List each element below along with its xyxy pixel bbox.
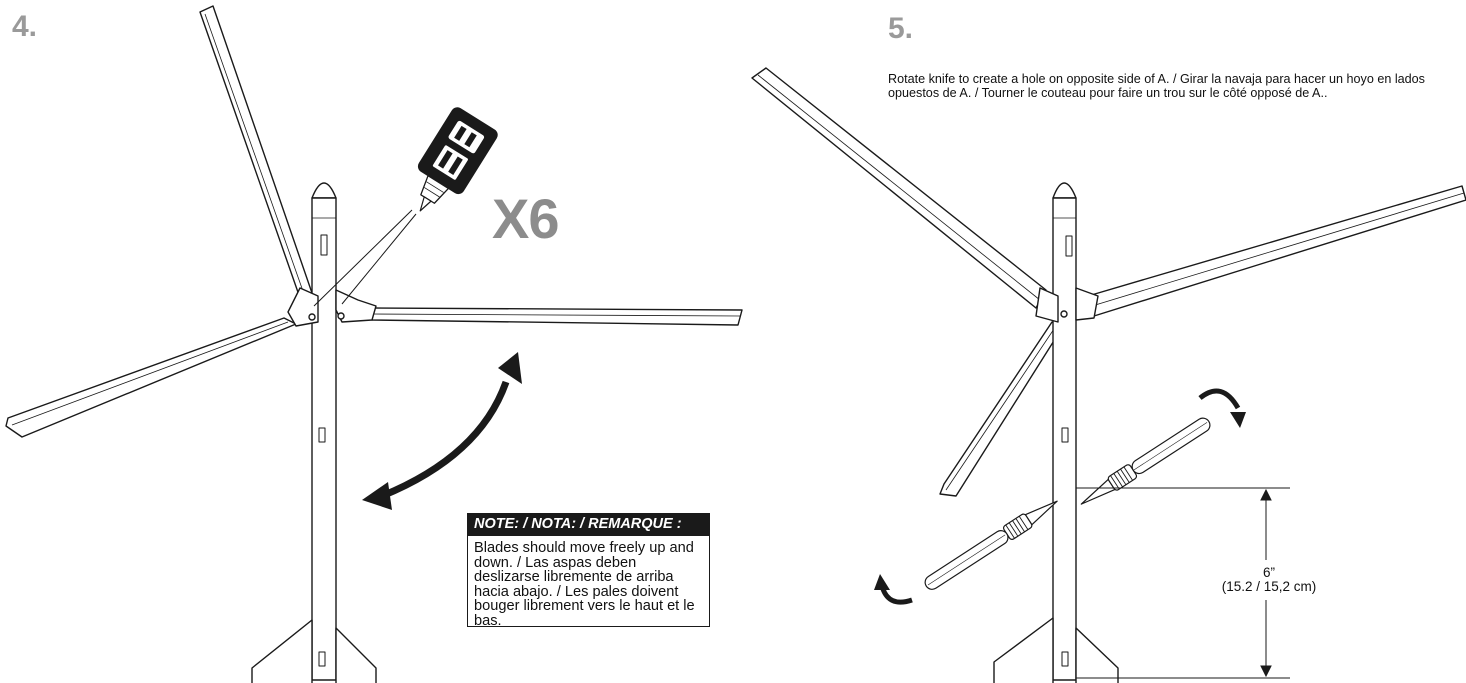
- step-number-5: 5.: [888, 12, 914, 45]
- blade-hinges: [287, 287, 377, 327]
- dimension-metric: (15.2 / 15,2 cm): [1221, 579, 1317, 594]
- rotate-arrow-head: [874, 574, 890, 590]
- dimension-indicator: [1076, 487, 1290, 679]
- hobby-knife-icon: [924, 500, 1058, 590]
- hobby-knife-icon: [1080, 417, 1211, 505]
- step-number-4: 4.: [12, 10, 38, 43]
- quantity-multiplier: X6: [492, 187, 559, 250]
- rocket-fins: [251, 619, 377, 683]
- rotor-blade-right: [371, 307, 743, 326]
- rocket-body: [311, 182, 337, 681]
- glue-bottle-icon: [417, 107, 498, 212]
- step4-illustration: [5, 5, 743, 683]
- rocket-body-5: [1052, 182, 1077, 681]
- rotor-blade-upper: [199, 5, 313, 299]
- step5-illustration: [751, 67, 1466, 683]
- rocket-fins-5: [993, 617, 1119, 683]
- step5-instruction: Rotate knife to create a hole on opposit…: [888, 72, 1425, 100]
- rotor-blade-left: [5, 317, 297, 438]
- rotor-blade-lower: [939, 321, 1063, 497]
- note-box: NOTE: / NOTA: / REMARQUE : Blades should…: [467, 513, 710, 629]
- blade-hinges-5: [1035, 287, 1099, 323]
- double-arrow-icon: [362, 352, 522, 510]
- dimension-label: 6” (15.2 / 15,2 cm): [1214, 566, 1324, 594]
- dimension-inches: 6”: [1262, 565, 1275, 580]
- rotate-arrow-icon: [1198, 388, 1241, 410]
- rotate-arrow-head: [1230, 412, 1246, 428]
- note-title: NOTE: / NOTA: / REMARQUE :: [468, 514, 709, 536]
- rotor-blade-upper-left: [751, 67, 1047, 309]
- note-body: Blades should move freely up and down. /…: [474, 540, 695, 629]
- rotor-blade-far-right: [1087, 185, 1466, 317]
